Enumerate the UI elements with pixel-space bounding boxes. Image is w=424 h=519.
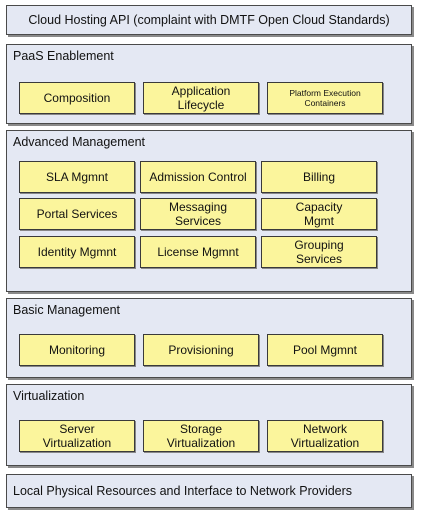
identity-mgmnt-label: Identity Mgmnt xyxy=(37,245,117,259)
cloud-hosting-api-layer: Cloud Hosting API (complaint with DMTF O… xyxy=(6,5,412,35)
local-physical-resources-label: Local Physical Resources and Interface t… xyxy=(13,484,353,498)
provisioning-label: Provisioning xyxy=(168,343,234,357)
paas-enablement-title: PaaS Enablement xyxy=(13,49,114,63)
billing-box: Billing xyxy=(261,161,377,193)
license-mgmnt-box: License Mgmnt xyxy=(140,236,256,268)
portal-services-label: Portal Services xyxy=(36,207,118,221)
admission-control-box: Admission Control xyxy=(140,161,256,193)
monitoring-box: Monitoring xyxy=(19,334,135,366)
pool-mgmnt-box: Pool Mgmnt xyxy=(267,334,383,366)
basic-management-title: Basic Management xyxy=(13,303,121,317)
identity-mgmnt-box: Identity Mgmnt xyxy=(19,236,135,268)
advanced-management-layer: Advanced Management SLA Mgmnt Admission … xyxy=(6,130,412,292)
sla-mgmnt-label: SLA Mgmnt xyxy=(45,170,109,184)
advanced-management-title: Advanced Management xyxy=(13,135,146,149)
billing-label: Billing xyxy=(302,170,335,184)
composition-box: Composition xyxy=(19,82,135,114)
provisioning-box: Provisioning xyxy=(143,334,259,366)
portal-services-box: Portal Services xyxy=(19,198,135,230)
virtualization-title: Virtualization xyxy=(13,389,85,403)
admission-control-label: Admission Control xyxy=(149,170,247,184)
composition-label: Composition xyxy=(43,91,111,105)
sla-mgmnt-box: SLA Mgmnt xyxy=(19,161,135,193)
pool-mgmnt-label: Pool Mgmnt xyxy=(292,343,358,357)
license-mgmnt-label: License Mgmnt xyxy=(157,245,239,259)
cloud-hosting-api-label: Cloud Hosting API (complaint with DMTF O… xyxy=(28,13,390,27)
basic-management-layer: Basic Management Monitoring Provisioning… xyxy=(6,298,412,378)
monitoring-label: Monitoring xyxy=(48,343,106,357)
local-physical-resources-layer: Local Physical Resources and Interface t… xyxy=(6,474,412,508)
